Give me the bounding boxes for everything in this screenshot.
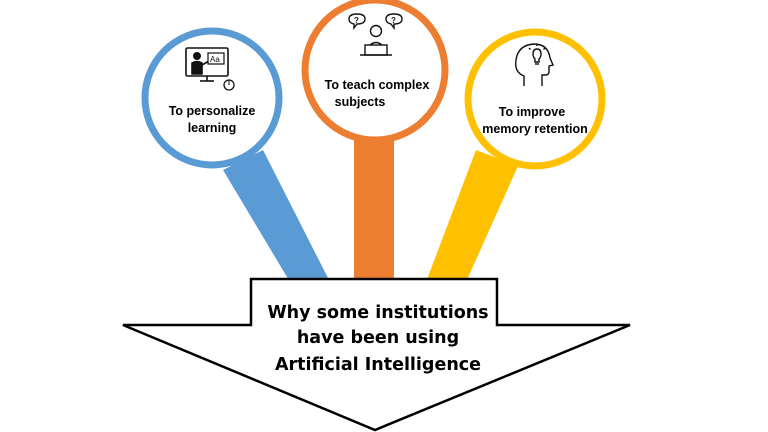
bubble-memory-line-2: memory retention [482, 122, 588, 136]
main-arrow: Why some institutions have been using Ar… [122, 277, 631, 432]
connector-yellow [426, 150, 518, 282]
connector-orange [354, 118, 394, 282]
bubble-personalize-line-1: To personalize [169, 104, 256, 118]
bubble-personalize: Aa To personalize learning [141, 27, 283, 169]
bubble-personalize-line-2: learning [188, 121, 237, 135]
arrow-title-line-2: have been using [297, 328, 459, 348]
bubble-complex-line-1: To teach complex [325, 78, 430, 92]
bubble-complex-line-2: subjects [335, 95, 386, 109]
arrow-title-line-3: Artificial Intelligence [275, 355, 481, 375]
bubble-complex: ? ? To teach complex subjects [301, 0, 449, 144]
svg-text:?: ? [354, 16, 359, 25]
svg-text:Aa: Aa [210, 55, 220, 64]
svg-text:?: ? [391, 16, 396, 25]
bubble-memory-line-1: To improve [499, 105, 565, 119]
bubble-memory: To improve memory retention [464, 28, 606, 170]
student-thinking-icon: ? ? [348, 13, 403, 56]
teacher-screen-icon: Aa [185, 47, 235, 91]
arrow-title-line-1: Why some institutions [267, 303, 488, 323]
connector-blue [223, 150, 330, 282]
head-lightbulb-icon [514, 43, 554, 86]
